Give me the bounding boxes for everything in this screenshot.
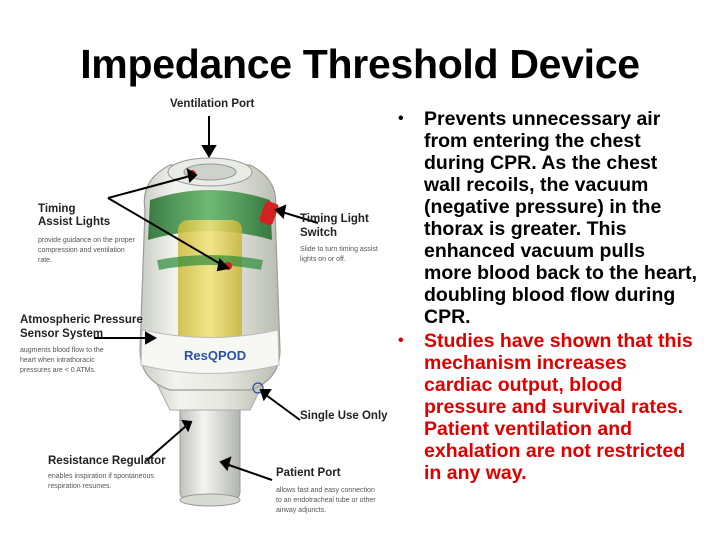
single-use-symbol: [252, 382, 264, 394]
timing-assist-desc-3: rate.: [38, 257, 53, 264]
patient-port-title: Patient Port: [276, 467, 341, 479]
atm-sensor-desc-3: pressures are < 0 ATMs.: [20, 367, 96, 374]
patient-port-desc-2: to an endotracheal tube or other: [276, 497, 376, 504]
yellow-core: [178, 220, 242, 350]
timing-assist-desc-1: provide guidance on the proper: [38, 237, 135, 244]
timing-switch-title-1: Timing Light: [300, 213, 369, 225]
timing-switch-title-2: Switch: [300, 227, 338, 239]
bullet-text-1: Prevents unnecessary air from entering t…: [424, 108, 698, 328]
resqpod-device-illustration: ResQPOD: [94, 116, 319, 507]
bullet-item-1: • Prevents unnecessary air from entering…: [398, 108, 698, 328]
device-diagram: ResQPOD Ventilation Port Timing Assist L…: [0, 90, 400, 539]
resistance-regulator-desc-2: respiration resumes.: [48, 483, 112, 490]
timing-assist-desc-2: compression and ventilation: [38, 247, 125, 254]
ventilation-port-label: Ventilation Port: [170, 98, 255, 110]
bullet-text-2: Studies have shown that this mechanism i…: [424, 330, 693, 484]
page-title: Impedance Threshold Device: [80, 41, 640, 87]
bullet-list: • Prevents unnecessary air from entering…: [398, 108, 698, 486]
patient-port-desc-3: airway adjuncts.: [276, 507, 327, 514]
resistance-regulator-title: Resistance Regulator: [48, 455, 166, 467]
bullet-dot: •: [398, 110, 404, 127]
atm-sensor-title-2: Sensor System: [20, 328, 104, 340]
timing-assist-title-2: Assist Lights: [38, 216, 111, 228]
timing-assist-title-1: Timing: [38, 203, 76, 215]
patient-port-desc-1: allows fast and easy connection: [276, 487, 375, 494]
atm-sensor-title-1: Atmospheric Pressure: [20, 314, 143, 326]
bullet-item-2: • Studies have shown that this mechanism…: [398, 330, 698, 484]
atm-sensor-desc-1: augments blood flow to the: [20, 347, 104, 354]
resistance-regulator-desc-1: enables inspiration if spontaneous: [48, 473, 154, 480]
bullet-dot: •: [398, 332, 404, 349]
white-band: [140, 329, 280, 374]
timing-switch-desc-2: lights on or off.: [300, 256, 346, 263]
atm-sensor-desc-2: heart when intrathoracic: [20, 357, 95, 364]
single-use-label: Single Use Only: [300, 410, 388, 422]
timing-switch-desc-1: Slide to turn timing assist: [300, 246, 378, 253]
timing-light-switch: [259, 201, 279, 225]
device-brand-text: ResQPOD: [184, 348, 246, 363]
